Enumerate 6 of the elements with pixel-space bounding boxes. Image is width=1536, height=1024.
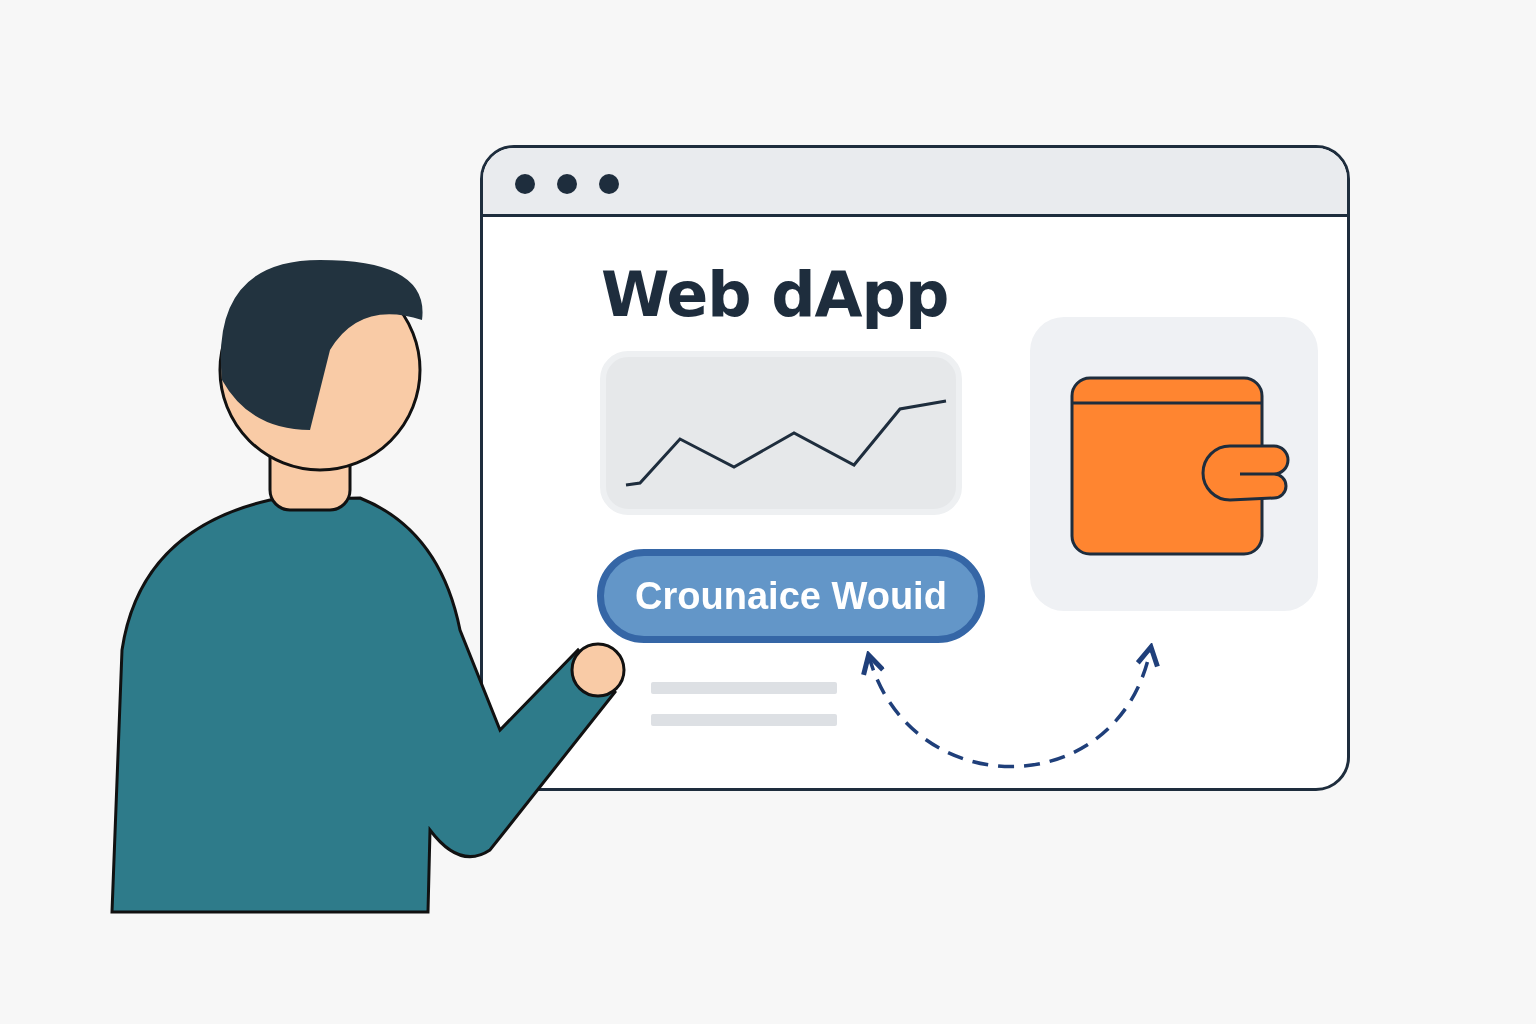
- pill-button: Crounaice Wouid: [597, 549, 985, 643]
- wallet-card: [1030, 317, 1318, 611]
- page-heading: Web dApp: [601, 258, 949, 331]
- chart-card: [600, 351, 962, 515]
- dashed-arrow: [863, 644, 1158, 769]
- browser-window: [480, 145, 1350, 791]
